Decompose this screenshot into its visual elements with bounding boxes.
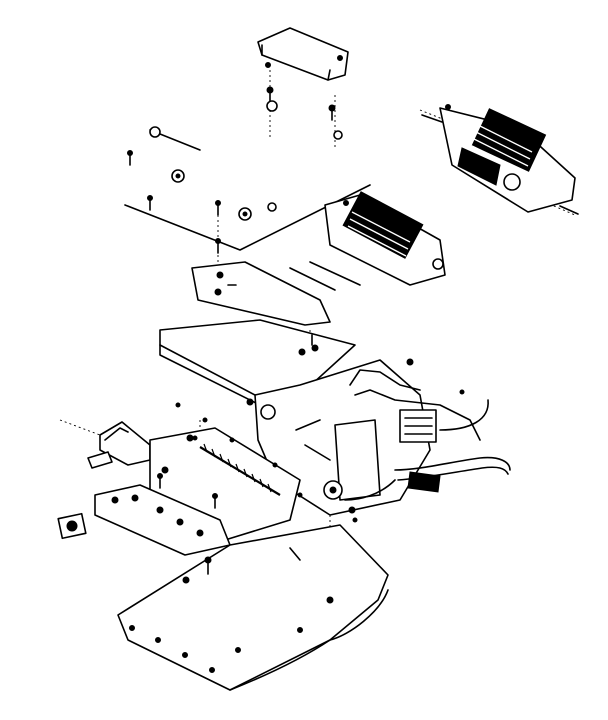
gear-rack-plate [94,427,301,556]
motor-assembly [246,358,481,516]
power-cable [344,399,511,501]
cassette-head-lower [289,191,446,291]
screws-top [266,86,343,140]
upper-bracket-plate [124,126,371,254]
mounting-plate [191,261,331,326]
bottom-housing [117,524,389,691]
small-hardware [175,389,465,523]
cassette-head-upper [421,104,579,215]
grommet [57,512,87,540]
side-bracket [87,421,151,469]
top-cover-plate [257,27,349,81]
